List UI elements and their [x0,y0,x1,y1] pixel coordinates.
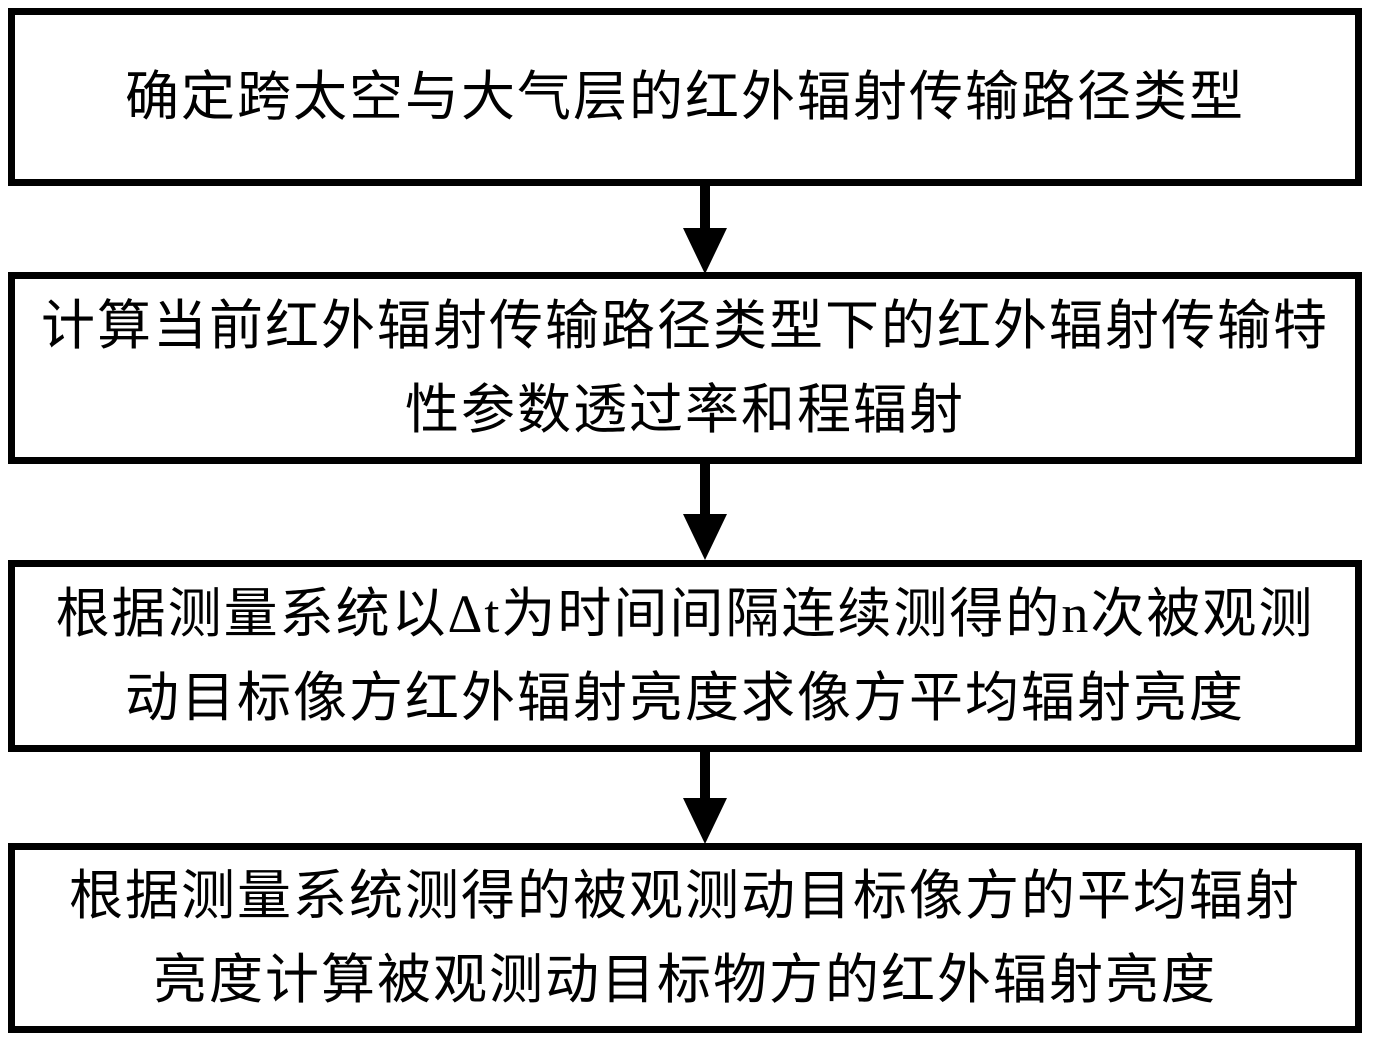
flow-step-2: 计算当前红外辐射传输路径类型下的红外辐射传输特 性参数透过率和程辐射 [8,272,1362,464]
down-arrow-3 [683,752,727,844]
flow-step-3: 根据测量系统以Δt为时间间隔连续测得的n次被观测 动目标像方红外辐射亮度求像方平… [8,560,1362,752]
arrow-head-icon [683,798,727,844]
down-arrow-2 [683,464,727,560]
flow-step-4: 根据测量系统测得的被观测动目标像方的平均辐射 亮度计算被观测动目标物方的红外辐射… [8,843,1362,1033]
arrow-shaft [700,186,710,228]
arrow-shaft [700,752,710,798]
flow-step-1: 确定跨太空与大气层的红外辐射传输路径类型 [8,8,1362,186]
flow-step-2-text-line-2: 性参数透过率和程辐射 [405,380,965,440]
flow-step-3-text-line-2: 动目标像方红外辐射亮度求像方平均辐射亮度 [125,668,1245,728]
flow-step-4-text-line-2: 亮度计算被观测动目标物方的红外辐射亮度 [153,950,1217,1010]
arrow-shaft [700,464,710,514]
down-arrow-1 [683,186,727,274]
arrow-head-icon [683,514,727,560]
flow-step-1-text-line-1: 确定跨太空与大气层的红外辐射传输路径类型 [125,67,1245,127]
flow-step-4-text-line-1: 根据测量系统测得的被观测动目标像方的平均辐射 [69,866,1301,926]
flow-step-2-text-line-1: 计算当前红外辐射传输路径类型下的红外辐射传输特 [41,296,1329,356]
flow-step-3-text-line-1: 根据测量系统以Δt为时间间隔连续测得的n次被观测 [55,584,1315,644]
arrow-head-icon [683,228,727,274]
